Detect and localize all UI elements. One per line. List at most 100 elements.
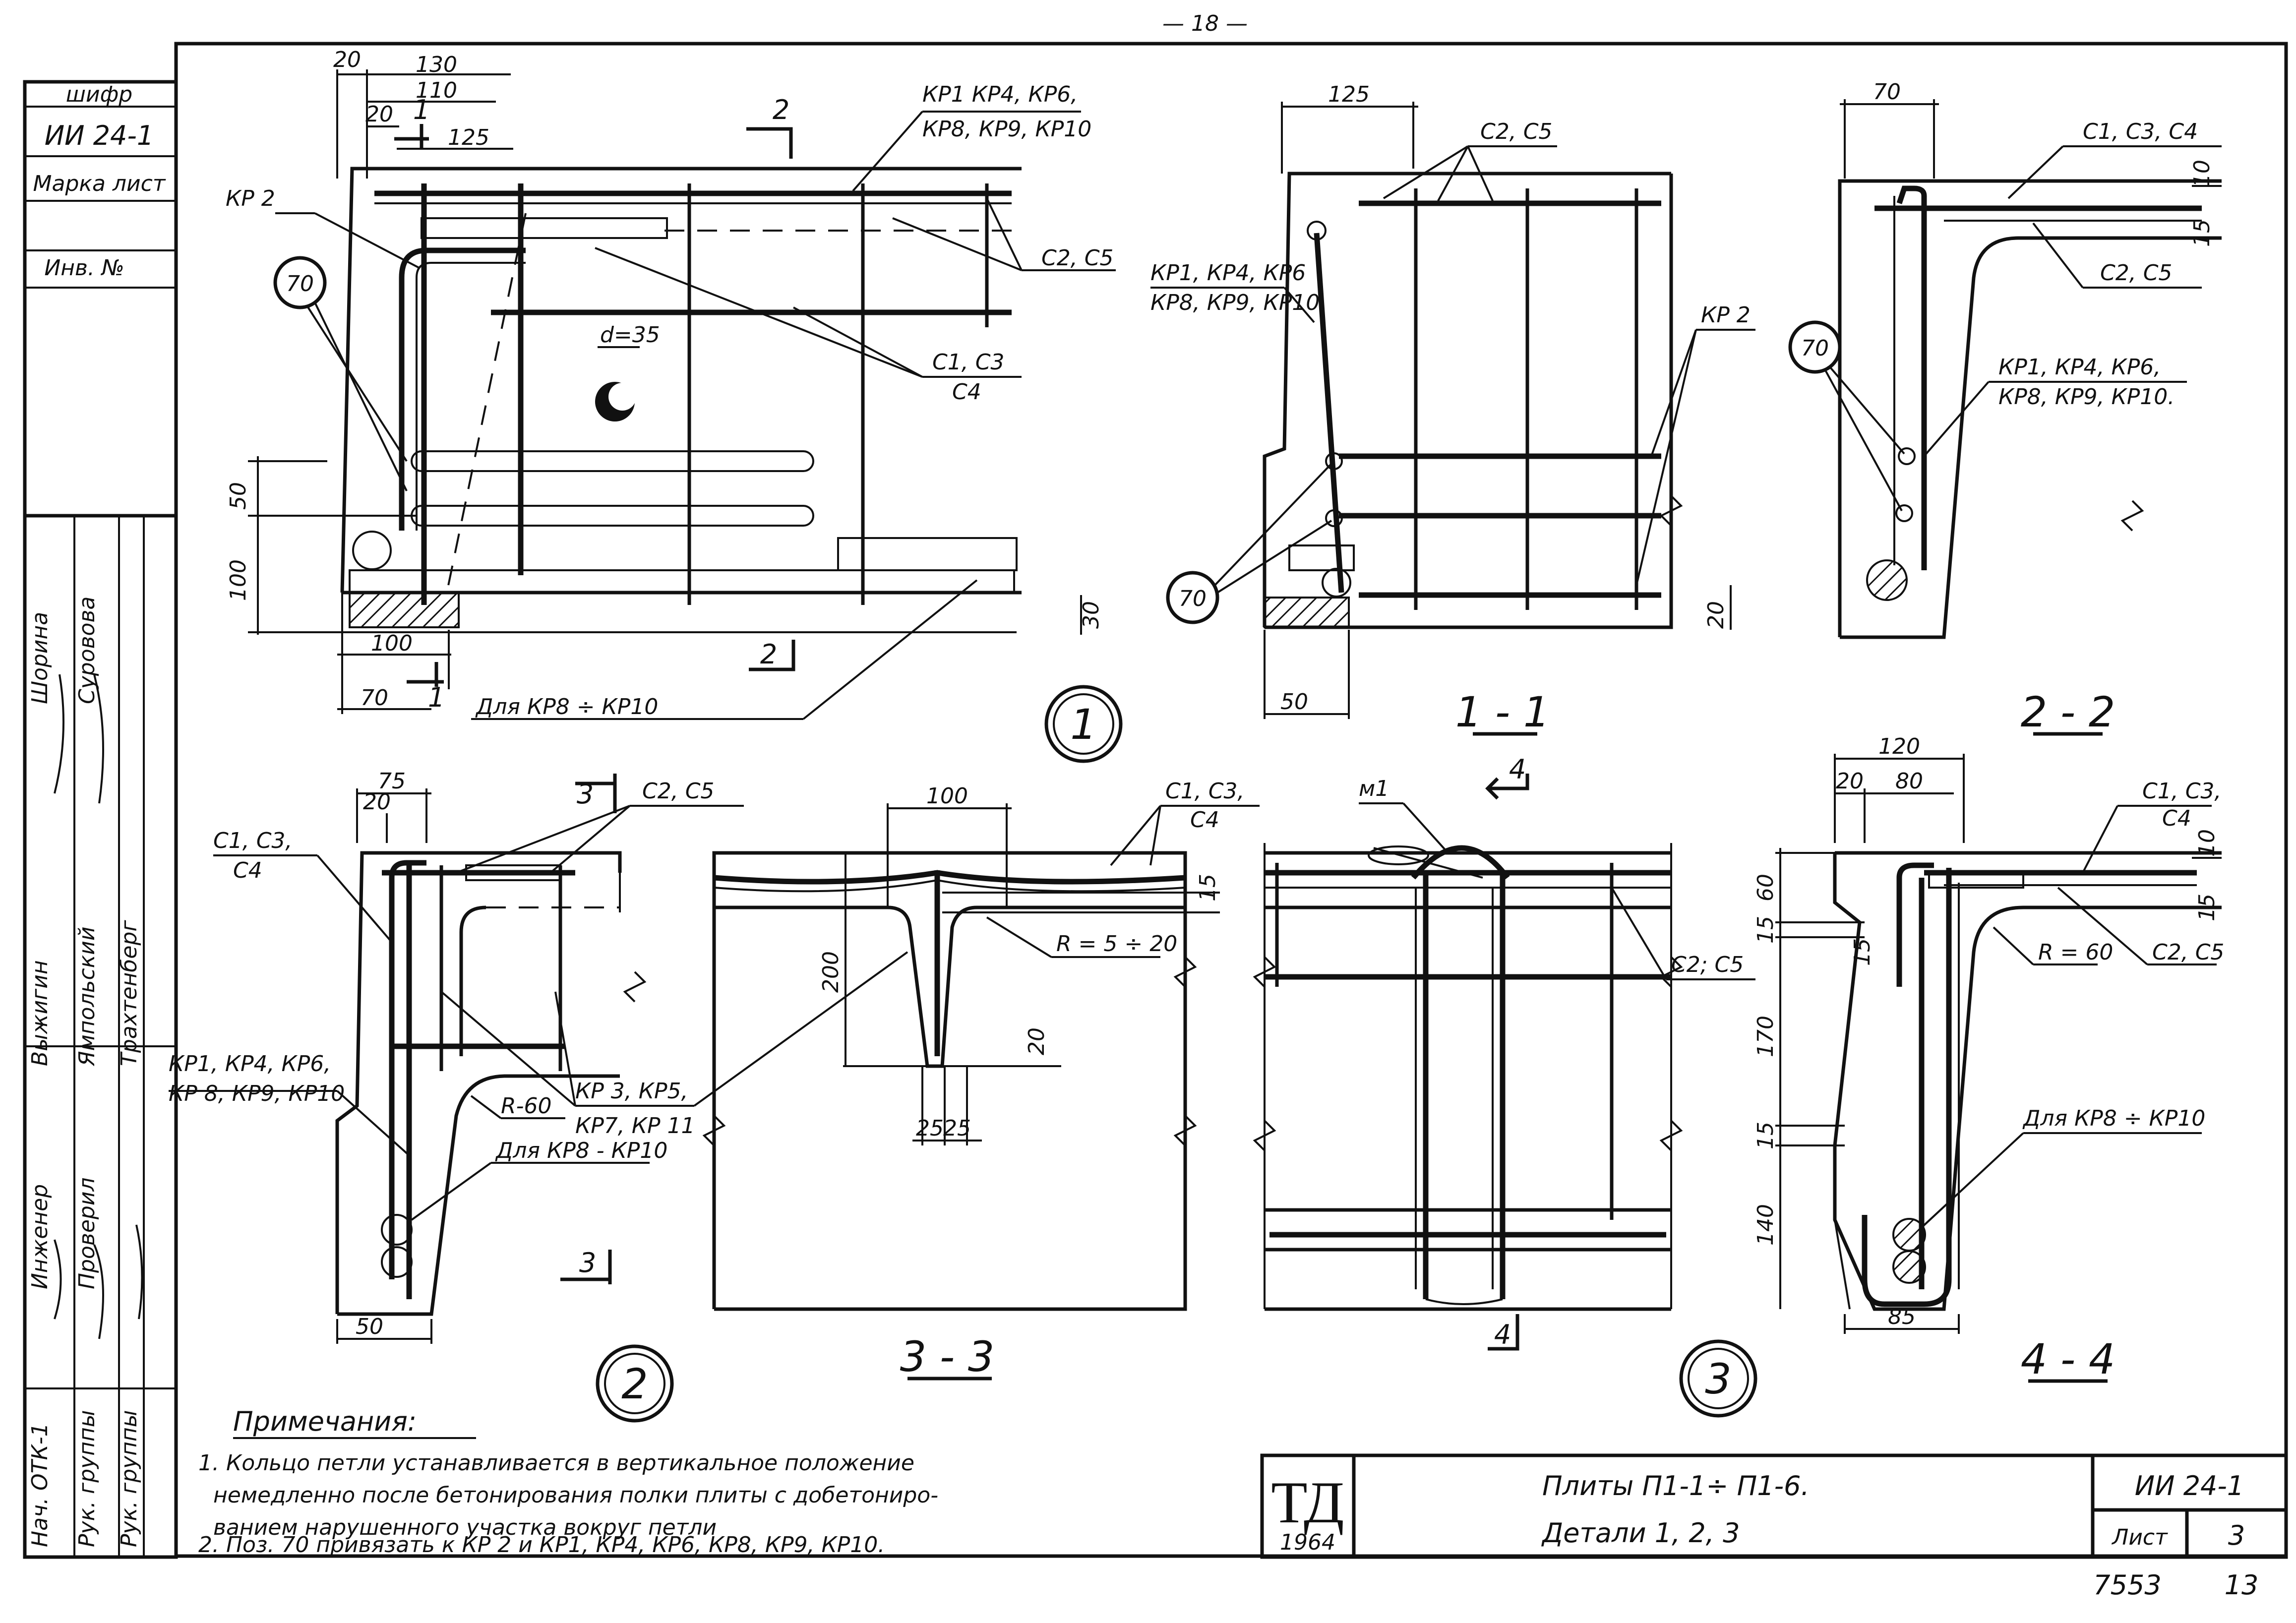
stamp-role: Инженер (27, 1184, 53, 1289)
stamp-role: Рук. группы (117, 1410, 142, 1547)
title-line-1: Плиты П1-1÷ П1-6. (1542, 1470, 1810, 1502)
logo: ТД (1271, 1469, 1344, 1535)
kr-list-label: КР8, КР9, КР10. (1998, 384, 2175, 410)
dim-label: 70 (1873, 79, 1901, 105)
kr-list-label: КР1, КР4, КР6, (169, 1051, 331, 1077)
stamp-role: Шорина (27, 612, 53, 704)
kr7-label: КР7, КР 11 (575, 1113, 695, 1139)
radius-label: R-60 (501, 1093, 551, 1119)
dim-label: 25 (943, 1116, 971, 1141)
stamp-role: Выжигин (27, 960, 53, 1066)
note-line: ванием нарушенного участка вокруг петли (213, 1515, 717, 1540)
note-label: Для КР8 ÷ КР10 (475, 694, 658, 720)
dim-label: 15 (2194, 894, 2220, 921)
dim-label: 20 (1024, 1027, 1049, 1055)
kr-list-label: КР8, КР9, КР10 (1150, 290, 1320, 315)
side-stamp: шифр ИИ 24-1 Марка лист Инв. № Нач. ОТК-… (23, 80, 178, 1559)
dim-label: 20 (365, 102, 393, 127)
stamp-inv-label: Инв. № (44, 255, 124, 281)
c1c3-label: С1, С3, (1165, 779, 1244, 804)
pos-70-label: 70 (1801, 336, 1829, 361)
detail-number: 2 (621, 1360, 648, 1408)
cut-mark-label: 4 (1509, 754, 1526, 785)
dim-label: 60 (1753, 874, 1778, 902)
dim-label: 130 (416, 52, 457, 77)
dim-label: 15 (1753, 1122, 1778, 1149)
cut-mark-label: 1 (413, 94, 430, 125)
section-1-1: 125 50 20 С2, С5 КР1, КР4, КР6 КР8, КР9,… (1150, 82, 1755, 736)
c2c5-label: С2; С5 (1671, 952, 1744, 977)
dim-label: 140 (1753, 1204, 1778, 1246)
hole-label: d=35 (600, 322, 660, 348)
c4-label: С4 (2162, 806, 2191, 831)
logo-year: 1964 (1280, 1530, 1335, 1555)
dim-label: 100 (226, 559, 251, 601)
radius-label: R = 60 (2038, 940, 2113, 965)
cut-mark-label: 3 (577, 779, 594, 810)
c1c3-label: С1, С3, (213, 828, 292, 853)
kr2-label: КР 2 (1701, 302, 1751, 328)
c4-label: С4 (1190, 807, 1219, 833)
cut-mark-label: 2 (773, 94, 789, 125)
dim-label: 20 (1703, 601, 1729, 629)
note-label: Для КР8 ÷ КР10 (2022, 1106, 2205, 1131)
dim-label: 120 (1878, 734, 1920, 759)
stamp-role: Ямпольский (74, 927, 100, 1067)
m1-label: м1 (1359, 776, 1389, 801)
sheet-code: ИИ 24-1 (2135, 1470, 2244, 1502)
dim-label: 70 (361, 685, 388, 711)
stamp-cipher-value: ИИ 24-1 (45, 120, 154, 151)
kr-list-label: КР 8, КР9, КР10 (169, 1081, 345, 1106)
dim-label: 170 (1753, 1016, 1778, 1057)
title-line-2: Детали 1, 2, 3 (1541, 1517, 1740, 1549)
page-number: — 18 — (1162, 11, 1248, 36)
dim-label: 50 (356, 1314, 383, 1339)
detail-number: 3 (1705, 1355, 1731, 1403)
note-label: Для КР8 - КР10 (495, 1138, 667, 1163)
corner-number-right: 13 (2225, 1569, 2259, 1601)
stamp-role: Проверил (74, 1177, 100, 1289)
kr-list-label: КР1, КР4, КР6, (1998, 355, 2161, 380)
stamp-cipher-label: шифр (66, 82, 132, 107)
pos-70-label: 70 (1179, 586, 1207, 611)
section-label: 1 - 1 (1455, 688, 1550, 736)
pos-70-label: 70 (286, 271, 314, 297)
dim-label: 125 (448, 125, 489, 150)
cut-mark-label: 1 (428, 682, 445, 713)
dim-label: 110 (416, 78, 457, 103)
cut-mark-label: 2 (760, 639, 777, 670)
dim-label: 50 (1280, 689, 1308, 715)
cut-mark-label: 3 (579, 1247, 596, 1278)
section-3-3: 100 200 15 20 25 25 R = 5 ÷ 20 С1, С3, С… (702, 779, 1260, 1381)
sheet-number: 3 (2228, 1520, 2245, 1551)
section-label: 4 - 4 (2021, 1335, 2115, 1383)
stamp-role: Трахтенберг (117, 920, 142, 1066)
section-4-4: 120 20 80 60 15 15 170 15 140 85 10 15 С… (1753, 734, 2224, 1383)
kr-list-label: КР1, КР4, КР6 (1150, 260, 1306, 286)
stamp-role: Суровова (74, 597, 100, 704)
c2c5-label: С2, С5 (2152, 940, 2224, 965)
kr2-label: КР 2 (226, 186, 275, 211)
c1c3c4-label: С1, С3, С4 (2083, 119, 2198, 144)
section-label: 2 - 2 (2021, 688, 2115, 736)
sheet-label: Лист (2111, 1525, 2168, 1550)
dim-label: 80 (1895, 769, 1923, 794)
dim-label: 20 (1836, 769, 1864, 794)
c4-label: С4 (233, 858, 262, 883)
c2c5-label: С2, С5 (2100, 260, 2172, 286)
dim-label: 15 (1195, 874, 1220, 902)
c4-label: С4 (952, 379, 981, 405)
dim-label: 100 (926, 783, 968, 809)
section-label: 3 - 3 (900, 1332, 995, 1381)
detail-3: 4 4 м1 С2; С5 3 (1253, 754, 1757, 1418)
notes-heading: Примечания: (233, 1406, 417, 1437)
c2c5-label: С2, С5 (1041, 245, 1113, 271)
detail-2: 75 20 50 3 3 С1, С3, С4 С2, С5 КР1, КР4,… (169, 769, 908, 1423)
dim-label: 30 (1079, 601, 1104, 629)
notes: Примечания: 1. Кольцо петли устанавливае… (198, 1406, 938, 1558)
stamp-mark-label: Марка лист (33, 171, 166, 196)
note-line: немедленно после бетонирования полки пли… (213, 1483, 938, 1508)
dim-label: 10 (2189, 160, 2215, 187)
detail-1: 20 130 110 20 125 50 100 100 70 30 1 1 2… (226, 47, 1123, 763)
note-line: 2. Поз. 70 привязать к КР 2 и КР1, КР4, … (198, 1532, 885, 1558)
